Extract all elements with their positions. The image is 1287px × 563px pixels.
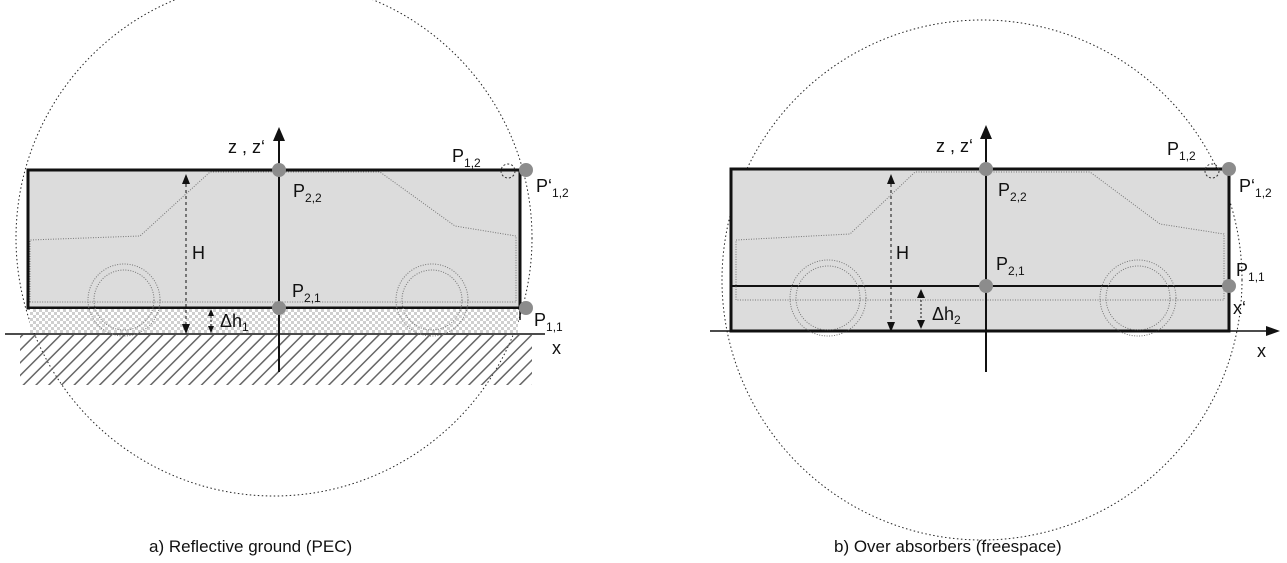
point-p11	[519, 301, 533, 315]
car-outline	[29, 171, 517, 337]
label-p12: P1,2	[452, 146, 481, 170]
label-p11: P1,1	[534, 310, 563, 334]
axis-x-label: x	[552, 338, 561, 358]
label-p21: P2,1	[996, 254, 1025, 278]
point-p22	[979, 162, 993, 176]
axis-x-prime-label: x‘	[1233, 298, 1246, 318]
radiation-sphere	[721, 19, 1243, 541]
panel-a: z , z‘ x H Δh1 P2,2 P2,1 P1,2 P‘1,2 P1,1…	[5, 0, 569, 556]
point-p12-prime	[1222, 162, 1236, 176]
label-p21: P2,1	[292, 281, 321, 305]
height-label: H	[896, 243, 909, 263]
point-p21	[272, 301, 286, 315]
label-p12-prime: P‘1,2	[536, 176, 569, 200]
caption-a: a) Reflective ground (PEC)	[149, 537, 352, 556]
label-p11: P1,1	[1236, 260, 1265, 284]
axis-x-label: x	[1257, 341, 1266, 361]
x-axis-arrow	[1266, 326, 1280, 336]
height-label: H	[192, 243, 205, 263]
panel-b: z , z‘ x x‘ H Δh2 P2,2 P2,1 P1,2 P‘1,2 P…	[710, 19, 1280, 556]
caption-b: b) Over absorbers (freespace)	[834, 537, 1062, 556]
z-axis-arrow	[980, 125, 992, 139]
car-bounding-box	[26, 168, 522, 310]
p12-marker	[1204, 163, 1220, 179]
point-p11	[1222, 279, 1236, 293]
label-p22: P2,2	[293, 181, 322, 205]
car-outline	[735, 171, 1225, 337]
point-p12-prime	[519, 163, 533, 177]
point-p21	[979, 279, 993, 293]
axis-z-label: z , z‘	[936, 136, 973, 156]
label-p12-prime: P‘1,2	[1239, 176, 1272, 200]
ground-hatch	[20, 335, 532, 385]
car-bounding-box	[729, 167, 1231, 333]
offset-label: Δh1	[220, 311, 249, 334]
ground-gap	[30, 309, 518, 333]
z-axis-arrow	[273, 127, 285, 141]
radiation-sphere	[15, 0, 533, 497]
label-p22: P2,2	[998, 180, 1027, 204]
offset-label: Δh2	[932, 304, 961, 327]
point-p22	[272, 163, 286, 177]
label-p12: P1,2	[1167, 139, 1196, 163]
p12-marker	[500, 163, 516, 179]
axis-z-label: z , z‘	[228, 137, 265, 157]
